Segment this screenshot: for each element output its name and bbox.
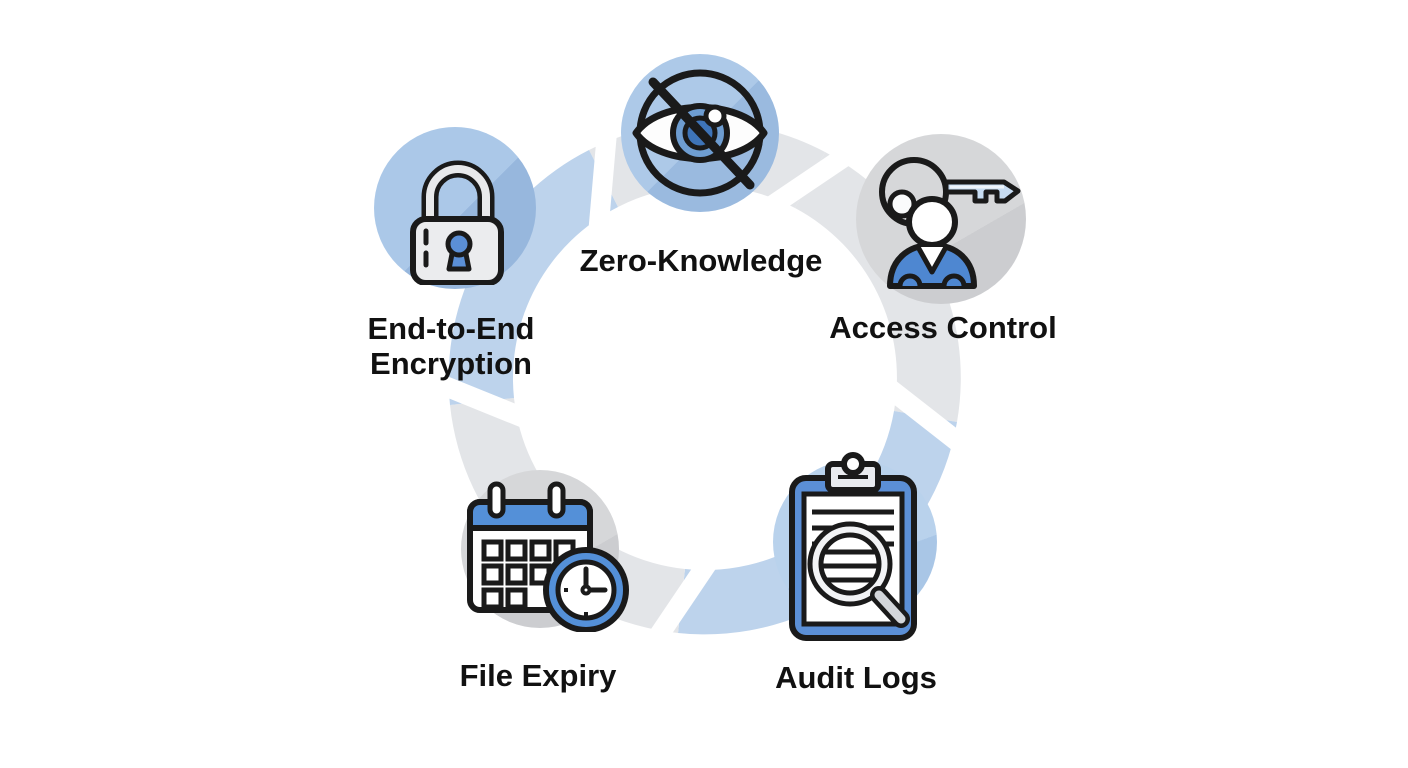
no-view-eye-icon (632, 69, 768, 197)
label-file-expiry: File Expiry (459, 658, 617, 693)
padlock-icon (410, 160, 504, 285)
ring-gap (422, 369, 542, 433)
ring-gap (640, 545, 724, 657)
calendar-clock-icon (467, 481, 629, 632)
label-access-control: Access Control (829, 310, 1057, 345)
ring-gap (872, 372, 980, 462)
key-user-icon (879, 157, 1021, 289)
ring-gap (754, 138, 866, 222)
label-zero-knowledge: Zero-Knowledge (579, 243, 823, 278)
label-end-to-end-encryption: End-to-End Encryption (367, 311, 535, 381)
ring-segment-right (795, 152, 961, 422)
ring-segment-left (448, 150, 618, 405)
ring-gap (587, 117, 619, 239)
label-audit-logs: Audit Logs (775, 660, 937, 695)
clipboard-magnifier-icon (789, 452, 917, 641)
